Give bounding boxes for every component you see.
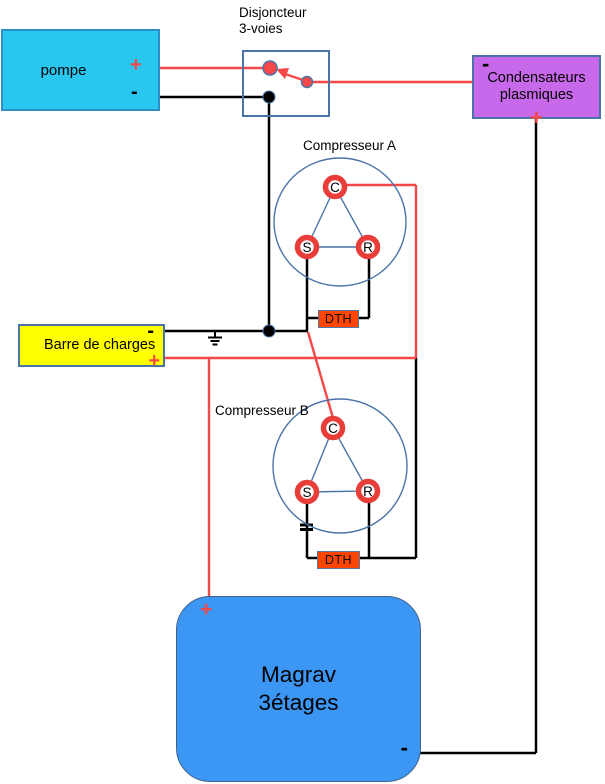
capacitors-positive-sign: + [530,104,543,130]
pump-positive-sign: + [130,54,142,76]
pump-node: pompe [1,29,160,111]
compressor-b-title: Compresseur B [215,403,309,418]
compressor-a-title: Compresseur A [303,138,397,153]
capacitor-symbol [300,523,313,531]
breaker-label: Disjoncteur 3-voies [239,5,307,37]
compressor-b-circle [272,398,408,534]
load-bar-node: Barre de charges - + [18,320,165,372]
compressor-b-terminal-c-label: C [328,421,338,436]
compressor-b-terminal-c-ring [320,415,346,441]
magrav-label-line2: 3étages [258,690,339,715]
magrav-label: Magrav 3étages [258,661,338,717]
pump-label: pompe [40,61,87,79]
capacitors-negative-sign: - [482,51,490,76]
load-bar-negative-sign: - [147,320,154,342]
compressor-a-terminal-c-label: C [330,180,340,195]
compressor-a-triangle [305,185,370,248]
breaker-switch-arrowhead [276,68,289,79]
dth-a-label: DTH [324,312,353,326]
compressor-a-terminal-s-label: S [302,240,311,255]
compressor-b-terminal-s-label: S [302,485,311,500]
capacitors-node: - Condensateurs plasmiques + [472,51,601,130]
dth-b-label: DTH [324,553,353,567]
breaker-contact-left [262,60,278,76]
compressor-b-triangle [305,426,370,493]
compressor-a-terminal-r-label: R [363,240,373,255]
magrav-positive-sign: + [200,598,213,621]
breaker-node [242,50,330,117]
compressor-a-terminal-r-ring [355,234,381,260]
compressor-b-terminal-r-label: R [363,484,373,499]
compressor-a-circle [273,157,407,287]
wire-diagonal-to-compressor-b-c [306,331,335,419]
dth-b-node: DTH [317,551,360,569]
ground-symbol [208,331,222,346]
breaker-junction-dot [262,90,276,104]
dth-a-node: DTH [318,310,359,328]
capacitors-label-line2: plasmiques [499,86,574,103]
breaker-label-line2: 3-voies [239,21,283,37]
load-bar-positive-sign: + [148,350,160,372]
breaker-contact-right [300,75,314,89]
breaker-label-line1: Disjoncteur [239,5,307,20]
magrav-label-line1: Magrav [260,661,336,687]
compressor-a-terminal-c-ring [322,174,348,200]
load-bar-label: Barre de charges [44,337,156,353]
capacitors-label-line1: Condensateurs [487,70,586,86]
magrav-node: + Magrav 3étages - [176,596,421,782]
bus-junction-dot [262,324,276,338]
compressor-b-terminal-r-ring [355,478,381,504]
magrav-negative-sign: - [400,735,408,760]
compressor-a-terminal-s-ring [294,234,320,260]
compressor-b-terminal-s-ring [294,479,320,505]
pump-negative-sign: - [131,81,138,103]
